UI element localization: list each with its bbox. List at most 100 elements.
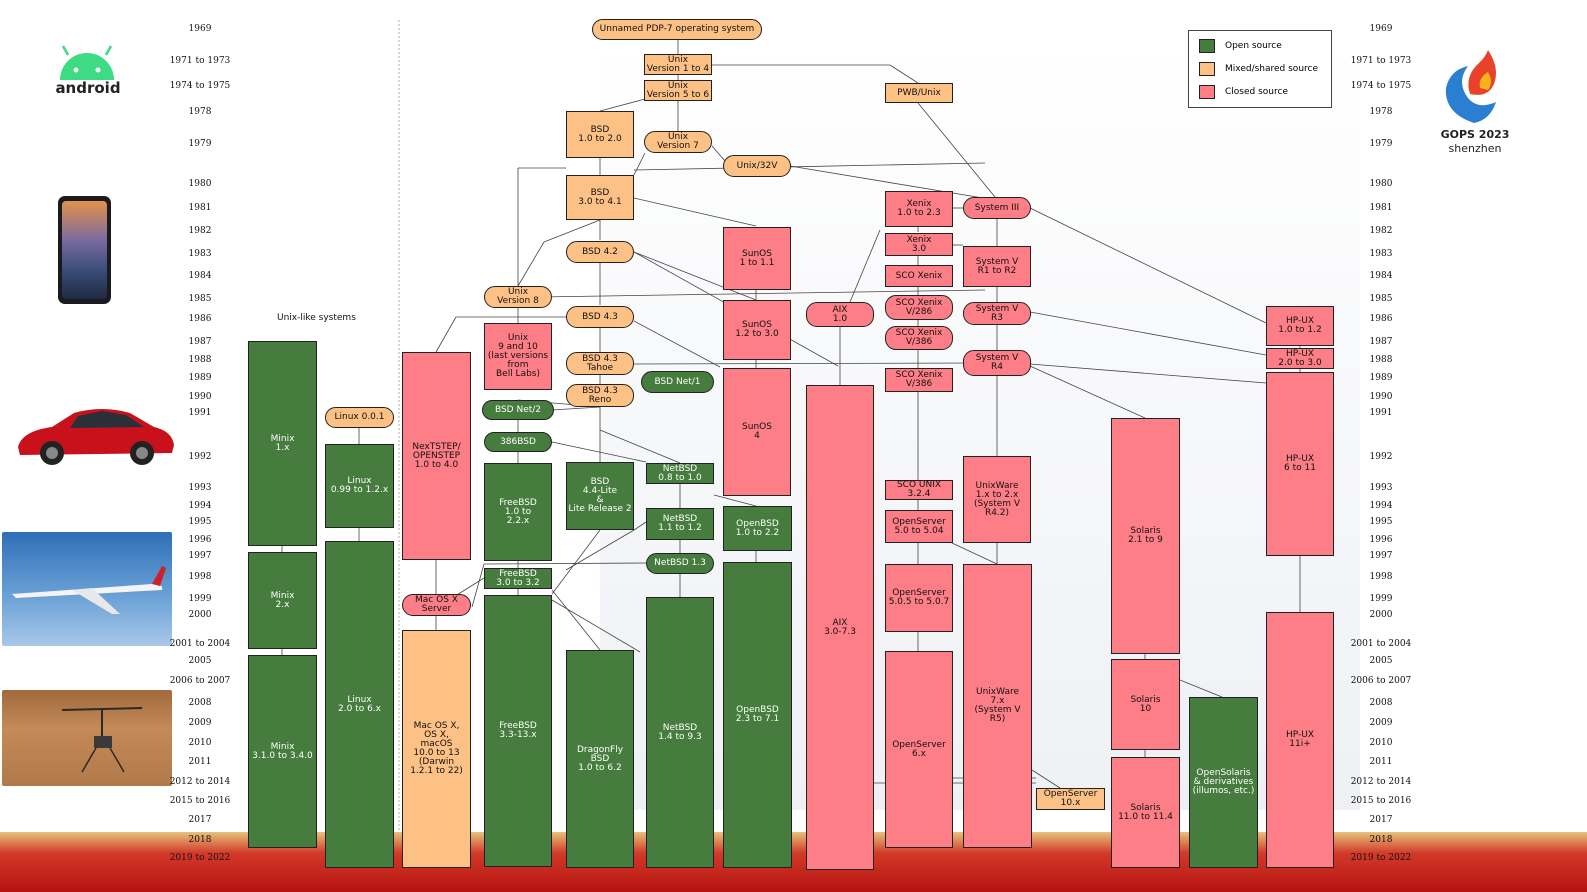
airliner-picture bbox=[2, 532, 172, 646]
right-year-label: 1996 bbox=[1369, 535, 1393, 545]
node-unix-9-10: Unix 9 and 10 (last versions from Bell L… bbox=[484, 323, 552, 390]
node-opensolaris: OpenSolaris & derivatives (illumos, etc.… bbox=[1189, 697, 1258, 868]
node-minix-3: Minix 3.1.0 to 3.4.0 bbox=[248, 655, 317, 848]
left-year-label: 2015 to 2016 bbox=[169, 796, 231, 806]
legend: Open source Mixed/shared source Closed s… bbox=[1188, 30, 1332, 108]
right-year-label: 1992 bbox=[1369, 452, 1393, 462]
node-openbsd-23: OpenBSD 2.3 to 7.1 bbox=[723, 562, 792, 868]
left-year-label: 1974 to 1975 bbox=[169, 81, 231, 91]
right-year-label: 1991 bbox=[1369, 408, 1393, 418]
node-sco-xenix: SCO Xenix bbox=[885, 265, 953, 287]
left-year-label: 1994 bbox=[188, 501, 212, 511]
left-year-label: 1989 bbox=[188, 373, 212, 383]
node-openserver-505: OpenServer 5.0.5 to 5.0.7 bbox=[885, 564, 953, 632]
node-bsd-net1: BSD Net/1 bbox=[641, 371, 714, 393]
node-bsd-43: BSD 4.3 bbox=[566, 306, 634, 328]
right-year-label: 2019 to 2022 bbox=[1350, 853, 1412, 863]
right-year-label: 2015 to 2016 bbox=[1350, 796, 1412, 806]
right-year-label: 1978 bbox=[1369, 107, 1393, 117]
smartphone-picture bbox=[58, 196, 111, 304]
legend-closed: Closed source bbox=[1199, 85, 1288, 99]
right-year-label: 1998 bbox=[1369, 572, 1393, 582]
right-year-label: 1984 bbox=[1369, 271, 1393, 281]
right-year-label: 1980 bbox=[1369, 179, 1393, 189]
node-bsd-42: BSD 4.2 bbox=[566, 241, 634, 263]
node-solaris-11: Solaris 11.0 to 11.4 bbox=[1111, 757, 1180, 868]
right-year-label: 1985 bbox=[1369, 294, 1393, 304]
right-year-label: 1990 bbox=[1369, 392, 1393, 402]
node-openserver-6: OpenServer 6.x bbox=[885, 651, 953, 848]
right-year-label: 2005 bbox=[1369, 656, 1393, 666]
unix-like-systems-label: Unix-like systems bbox=[277, 313, 356, 323]
left-year-label: 1999 bbox=[188, 594, 212, 604]
node-unix-7: Unix Version 7 bbox=[644, 131, 712, 153]
airplane-shape-icon bbox=[12, 566, 166, 614]
right-year-label: 1969 bbox=[1369, 24, 1393, 34]
node-hpux-2: HP-UX 2.0 to 3.0 bbox=[1266, 348, 1334, 369]
left-year-label: 2019 to 2022 bbox=[169, 853, 231, 863]
left-year-label: 2009 bbox=[188, 718, 212, 728]
node-sunos-12: SunOS 1.2 to 3.0 bbox=[723, 300, 791, 360]
node-solaris-10: Solaris 10 bbox=[1111, 659, 1180, 750]
left-year-label: 1988 bbox=[188, 355, 212, 365]
legend-mixed-swatch bbox=[1199, 62, 1215, 76]
node-system-3: System III bbox=[963, 197, 1031, 219]
left-year-label: 2010 bbox=[188, 738, 212, 748]
left-year-label: 2011 bbox=[188, 757, 212, 767]
left-year-label: 2008 bbox=[188, 698, 212, 708]
red-car-picture bbox=[12, 395, 178, 470]
left-year-label: 1987 bbox=[188, 337, 212, 347]
node-solaris-2: Solaris 2.1 to 9 bbox=[1111, 418, 1180, 654]
node-netbsd-11: NetBSD 1.1 to 1.2 bbox=[646, 508, 714, 540]
android-wordmark: android bbox=[55, 79, 121, 97]
node-386bsd: 386BSD bbox=[484, 432, 552, 452]
node-aix-3: AIX 3.0-7.3 bbox=[806, 385, 874, 870]
legend-closed-label: Closed source bbox=[1225, 87, 1288, 97]
left-year-label: 1984 bbox=[188, 271, 212, 281]
right-year-label: 1983 bbox=[1369, 249, 1393, 259]
right-year-label: 2018 bbox=[1369, 835, 1393, 845]
node-sco-xenix-286: SCO Xenix V/286 bbox=[885, 295, 953, 320]
node-sco-xenix-386-b: SCO Xenix V/386 bbox=[885, 368, 953, 392]
android-logo bbox=[50, 40, 125, 100]
right-year-label: 1981 bbox=[1369, 203, 1393, 213]
left-year-label: 1978 bbox=[188, 107, 212, 117]
node-bsd-3-41: BSD 3.0 to 4.1 bbox=[566, 175, 634, 220]
node-bsd-43-reno: BSD 4.3 Reno bbox=[566, 384, 634, 407]
node-system-v-r1: System V R1 to R2 bbox=[963, 246, 1031, 287]
car-shape-icon bbox=[18, 409, 174, 465]
helicopter-shape-icon bbox=[61, 707, 143, 773]
gops-logo bbox=[1434, 48, 1516, 130]
left-year-label: 2017 bbox=[188, 815, 212, 825]
node-system-v-r4: System V R4 bbox=[963, 350, 1031, 376]
right-year-label: 1982 bbox=[1369, 226, 1393, 236]
node-unixware-7: UnixWare 7.x (System V R5) bbox=[963, 564, 1032, 848]
legend-mixed: Mixed/shared source bbox=[1199, 62, 1318, 76]
left-year-label: 1979 bbox=[188, 139, 212, 149]
node-openbsd-1: OpenBSD 1.0 to 2.2 bbox=[723, 506, 792, 551]
node-freebsd-33: FreeBSD 3.3-13.x bbox=[484, 595, 552, 867]
node-unix-1-4: Unix Version 1 to 4 bbox=[644, 54, 712, 75]
node-xenix-3: Xenix 3.0 bbox=[885, 233, 953, 256]
node-aix-1: AIX 1.0 bbox=[806, 302, 874, 327]
gops-city: shenzhen bbox=[1448, 142, 1502, 155]
node-unix-8: Unix Version 8 bbox=[484, 286, 552, 308]
node-freebsd-1: FreeBSD 1.0 to 2.2.x bbox=[484, 463, 552, 561]
node-linux-001: Linux 0.0.1 bbox=[325, 407, 394, 428]
android-robot-icon bbox=[60, 45, 114, 80]
node-minix-2: Minix 2.x bbox=[248, 552, 317, 649]
node-bsd-43-tahoe: BSD 4.3 Tahoe bbox=[566, 352, 634, 375]
right-year-label: 1995 bbox=[1369, 517, 1393, 527]
left-year-label: 1981 bbox=[188, 203, 212, 213]
node-netbsd-13: NetBSD 1.3 bbox=[646, 553, 714, 574]
right-year-label: 2008 bbox=[1369, 698, 1393, 708]
node-bsd-1-2: BSD 1.0 to 2.0 bbox=[566, 111, 634, 158]
node-openserver-5: OpenServer 5.0 to 5.04 bbox=[885, 510, 953, 543]
left-year-label: 2006 to 2007 bbox=[169, 676, 231, 686]
node-xenix-1: Xenix 1.0 to 2.3 bbox=[885, 191, 953, 227]
legend-open: Open source bbox=[1199, 39, 1282, 53]
node-minix-1: Minix 1.x bbox=[248, 341, 317, 546]
right-year-label: 2000 bbox=[1369, 610, 1393, 620]
right-year-label: 1986 bbox=[1369, 314, 1393, 324]
left-year-label: 1993 bbox=[188, 483, 212, 493]
